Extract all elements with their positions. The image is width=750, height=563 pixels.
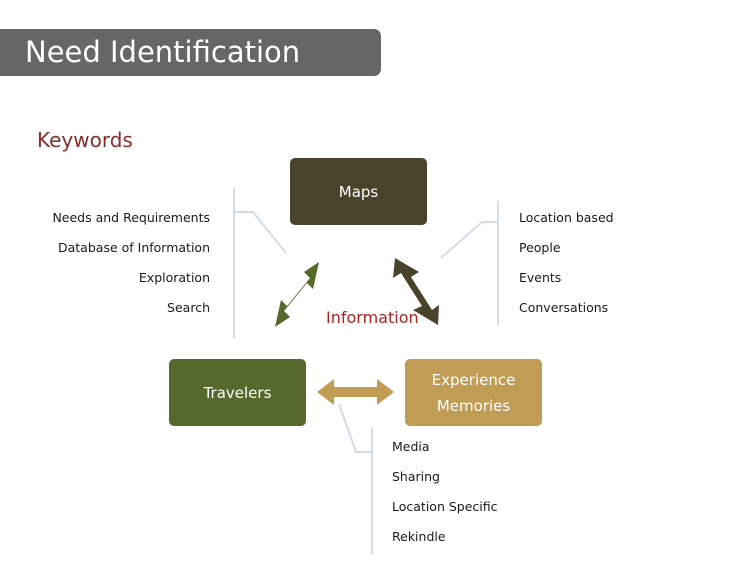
list-item: Needs and Requirements [52,210,210,225]
keywords-right-list: Location based People Events Conversatio… [519,208,614,328]
arrow-travelers-experience [317,379,394,405]
list-item: Sharing [392,469,440,484]
list-item: Rekindle [392,529,446,544]
arrow-travelers-maps [275,262,319,327]
list-item: Location based [519,210,614,225]
list-item: People [519,240,561,255]
node-maps: Maps [290,158,427,225]
list-item: Conversations [519,300,609,315]
list-item: Media [392,439,430,454]
list-item: Location Specific [392,499,498,514]
keywords-bottom-list: Media Sharing Location Specific Rekindle [392,437,498,557]
node-experience-label: Experience [431,370,516,389]
node-memories-label: Memories [436,396,511,415]
node-maps-label: Maps [338,182,379,201]
list-item: Exploration [138,270,210,285]
node-travelers-label: Travelers [203,383,272,402]
list-item: Events [519,270,562,285]
keywords-left-list: Needs and Requirements Database of Infor… [52,208,210,328]
node-travelers: Travelers [169,359,306,426]
node-experience-memories: Experience Memories [405,359,542,426]
page-title: Need Identification [25,35,301,69]
list-item: Search [167,300,210,315]
center-label: Information [326,308,419,327]
bottom-bracket-connector [338,403,372,453]
left-bracket-connector [234,211,287,254]
title-bar: Need Identification [0,29,381,76]
section-heading: Keywords [37,128,133,152]
right-bracket-connector [440,221,498,259]
arrow-maps-experience [393,258,439,325]
list-item: Database of Information [58,240,210,255]
